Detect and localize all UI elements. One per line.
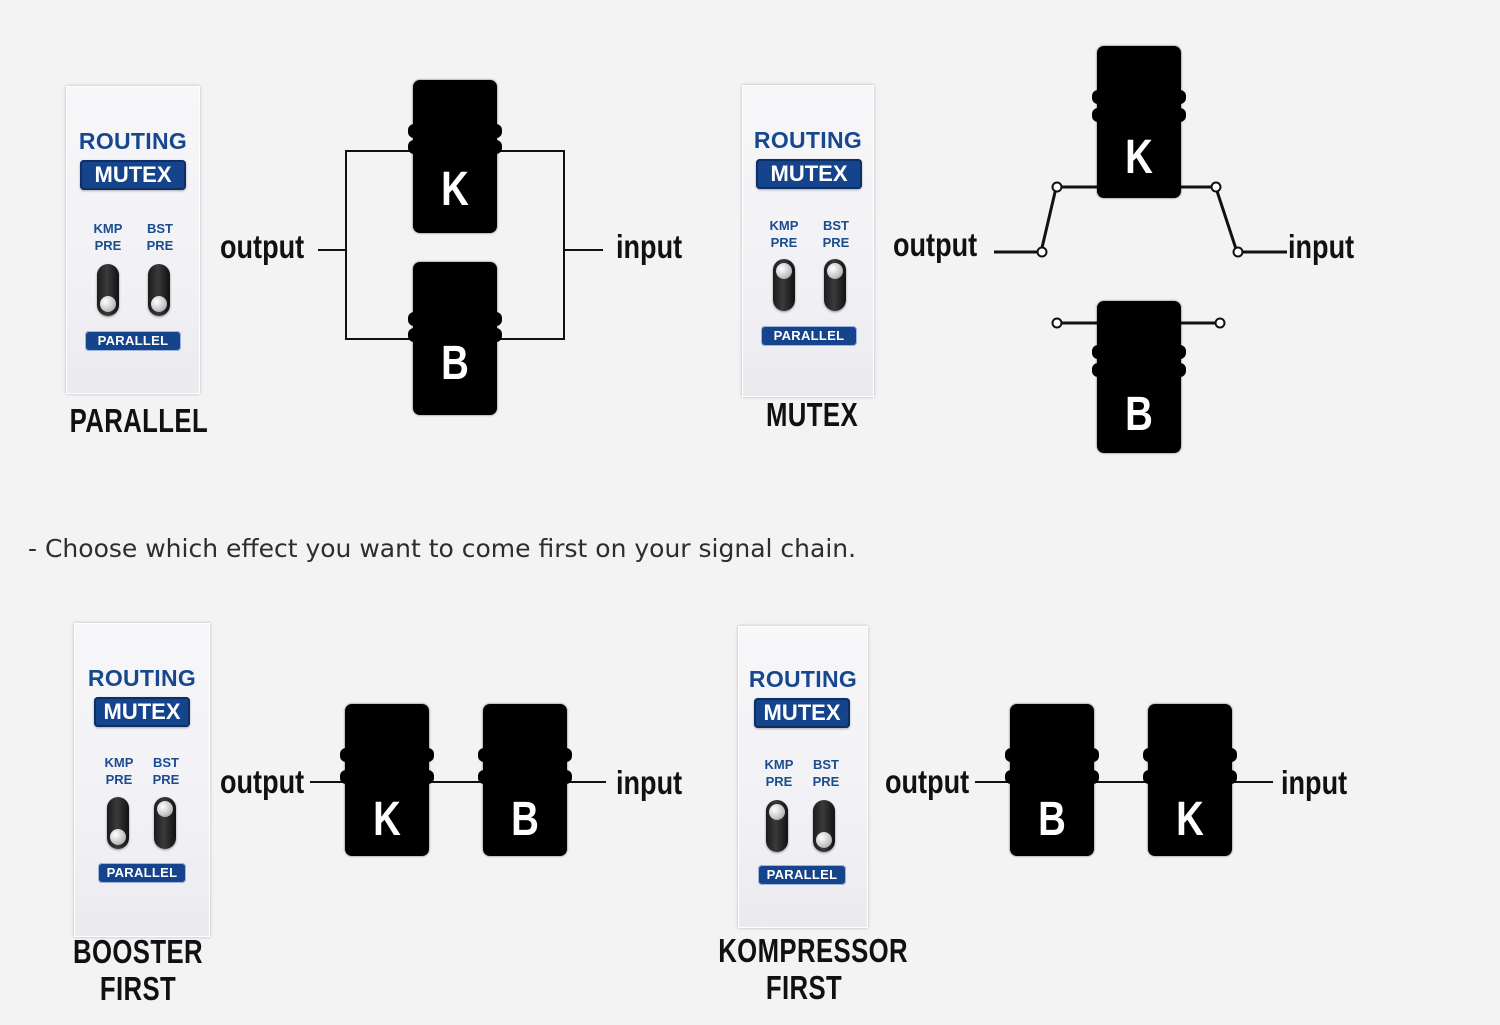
switch-node [1210, 181, 1222, 193]
panel-routing-title: ROUTING [78, 128, 188, 154]
switch-node [1036, 246, 1048, 258]
kmp-pre-toggle[interactable] [97, 264, 119, 316]
parallel-button[interactable]: PARALLEL [758, 865, 846, 885]
panel-routing-title: ROUTING [87, 665, 197, 691]
kompressor-pedal: K [408, 80, 502, 233]
kmp-pre-toggle[interactable] [107, 797, 129, 849]
bst-pre-toggle[interactable] [824, 259, 846, 311]
output-label: output [220, 228, 305, 265]
kompressor-pedal: K [1092, 46, 1186, 198]
switch-node [1232, 246, 1244, 258]
panel-routing-title: ROUTING [753, 127, 863, 153]
signal-wire [345, 150, 415, 152]
signal-wire [566, 781, 606, 783]
toggle-knob [776, 263, 792, 279]
booster-pedal: B [1005, 704, 1099, 856]
output-label: output [220, 763, 305, 800]
switch-node [1214, 317, 1226, 329]
pedal-letter: B [1125, 388, 1153, 441]
signal-wire [494, 150, 565, 152]
booster-pedal: B [1092, 301, 1186, 453]
output-label: output [885, 763, 970, 800]
toggle-knob [110, 829, 126, 845]
pedal-letter: B [1038, 793, 1066, 846]
toggle-knob [100, 296, 116, 312]
kmp-pre-toggle[interactable] [766, 800, 788, 852]
toggle-knob [827, 263, 843, 279]
parallel-button[interactable]: PARALLEL [85, 331, 181, 351]
signal-wire [318, 249, 346, 251]
input-label: input [1281, 764, 1348, 801]
bst-pre-toggle[interactable] [813, 800, 835, 852]
switch-node [1051, 317, 1063, 329]
parallel-button[interactable]: PARALLEL [761, 326, 857, 346]
booster-pedal: B [408, 262, 502, 415]
input-label: input [1288, 228, 1355, 265]
bst-pre-toggle[interactable] [148, 264, 170, 316]
pedal-letter: B [441, 337, 469, 390]
pedal-letter: K [441, 163, 469, 216]
pedal-letter: K [1176, 793, 1204, 846]
diagram-caption: MUTEX [765, 396, 859, 433]
signal-wire [1093, 781, 1149, 783]
output-label: output [893, 226, 978, 263]
switch-node [1051, 181, 1063, 193]
kmp-pre-toggle[interactable] [773, 259, 795, 311]
mutex-button[interactable]: MUTEX [94, 697, 190, 727]
panel-routing-title: ROUTING [748, 666, 858, 692]
bst-pre-toggle[interactable] [154, 797, 176, 849]
signal-wire [975, 781, 1011, 783]
mutex-button[interactable]: MUTEX [80, 160, 186, 190]
signal-wire [345, 338, 415, 340]
signal-wire [563, 249, 603, 251]
kompressor-pedal: K [340, 704, 434, 856]
toggle-knob [151, 296, 167, 312]
signal-wire [1231, 781, 1273, 783]
instruction-text: - Choose which effect you want to come f… [28, 534, 857, 563]
pedal-letter: K [373, 793, 401, 846]
signal-wire [310, 781, 346, 783]
input-label: input [616, 228, 683, 265]
kompressor-pedal: K [1143, 704, 1237, 856]
signal-wire [428, 781, 484, 783]
signal-wire [494, 338, 565, 340]
toggle-knob [816, 832, 832, 848]
pedal-letter: K [1125, 131, 1153, 184]
signal-wire [345, 150, 347, 340]
diagram-caption: PARALLEL [69, 402, 209, 439]
signal-wire [563, 150, 565, 340]
mutex-button[interactable]: MUTEX [756, 159, 862, 189]
booster-pedal: B [478, 704, 572, 856]
toggle-knob [157, 801, 173, 817]
toggle-knob [769, 804, 785, 820]
input-label: input [616, 764, 683, 801]
parallel-button[interactable]: PARALLEL [98, 863, 186, 883]
pedal-letter: B [511, 793, 539, 846]
mutex-button[interactable]: MUTEX [754, 698, 850, 728]
